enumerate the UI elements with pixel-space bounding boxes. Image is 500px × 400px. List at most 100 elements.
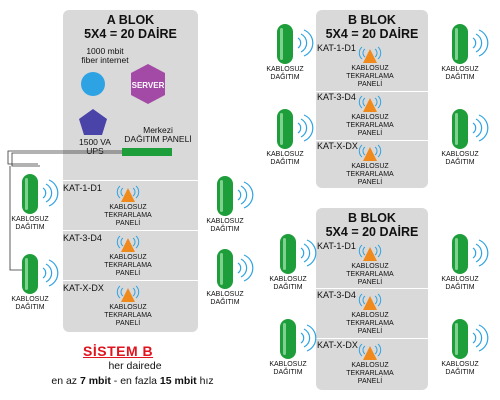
repeater-icon [358,144,382,161]
access-point-icon [22,174,59,214]
a-floor-label: KAT-X-DX [63,283,104,293]
panel-label-line2: DAĞITIM PANELİ [124,134,192,144]
access-point-icon [22,254,59,294]
fiber-label: 1000 mbit fiber internet [70,47,140,65]
footer-line2-mid: - en fazla [110,375,160,387]
b-bottom-floor-separator [316,338,428,339]
a-floor-label: KAT-3-D4 [63,233,102,243]
repeater-icon [116,235,140,252]
access-point-icon [217,176,254,216]
access-point-icon [277,109,314,149]
a-blok-title: A BLOK 5X4 = 20 DAİRE [63,13,198,41]
access-point-icon [452,234,489,274]
b-top-floor-separator [316,140,428,141]
b-blok-top-title-line1: B BLOK [348,13,396,27]
b-blok-top-title: B BLOK 5X4 = 20 DAİRE [316,13,428,41]
a-blok-panel: A BLOK 5X4 = 20 DAİRE [63,10,198,332]
repeater-icon [358,95,382,112]
a-floor-label: KAT-1-D1 [63,183,102,193]
server-label: SERVER [132,81,165,90]
fiber-label-line2: fiber internet [81,55,129,65]
b-blok-bottom-title: B BLOK 5X4 = 20 DAİRE [316,211,428,239]
b-blok-top-title-line2: 5X4 = 20 DAİRE [325,27,419,41]
fiber-label-line1: 1000 mbit [86,46,124,56]
footer-line2-prefix: en az [51,375,80,387]
footer-line2-suffix: hız [196,375,214,387]
repeater-icon [358,343,382,360]
b-top-floor-label: KAT-1-D1 [317,43,356,53]
b-blok-bottom-title-line2: 5X4 = 20 DAİRE [325,225,419,239]
repeater-icon [116,185,140,202]
access-point-icon [452,24,489,64]
b-top-floor-label: KAT-3-D4 [317,92,356,102]
footer-title: SİSTEM B [83,343,154,359]
footer-min-speed: 7 mbit [79,375,111,387]
panel-label-line1: Merkezi [143,125,173,135]
access-point-icon [452,319,489,359]
b-top-floor-separator [316,91,428,92]
a-blok-title-line1: A BLOK [106,13,155,27]
fiber-icon [81,72,105,96]
panel-label: Merkezi DAĞITIM PANELİ [118,126,198,144]
a-floor-separator [63,230,198,231]
access-point-icon [277,24,314,64]
footer-max-speed: 15 mbit [159,375,197,387]
b-blok-bottom-title-line1: B BLOK [348,211,396,225]
b-bottom-floor-label: KAT-3-D4 [317,290,356,300]
b-bottom-floor-separator [316,288,428,289]
access-point-icon [452,109,489,149]
access-point-icon [280,234,317,274]
ups-icon [79,109,107,135]
access-point-icon [280,319,317,359]
repeater-icon [358,244,382,261]
access-point-icon [217,249,254,289]
distribution-panel-icon [122,148,172,156]
ups-label-line1: 1500 VA [79,137,111,147]
footer-line-2: en az 7 mbit - en fazla 15 mbit hız [20,375,245,387]
b-top-floor-label: KAT-X-DX [317,141,358,151]
repeater-icon [116,285,140,302]
a-floor-separator [63,180,198,181]
repeater-icon [358,46,382,63]
server-icon [131,64,165,104]
footer-line-1: her dairede [108,360,162,372]
